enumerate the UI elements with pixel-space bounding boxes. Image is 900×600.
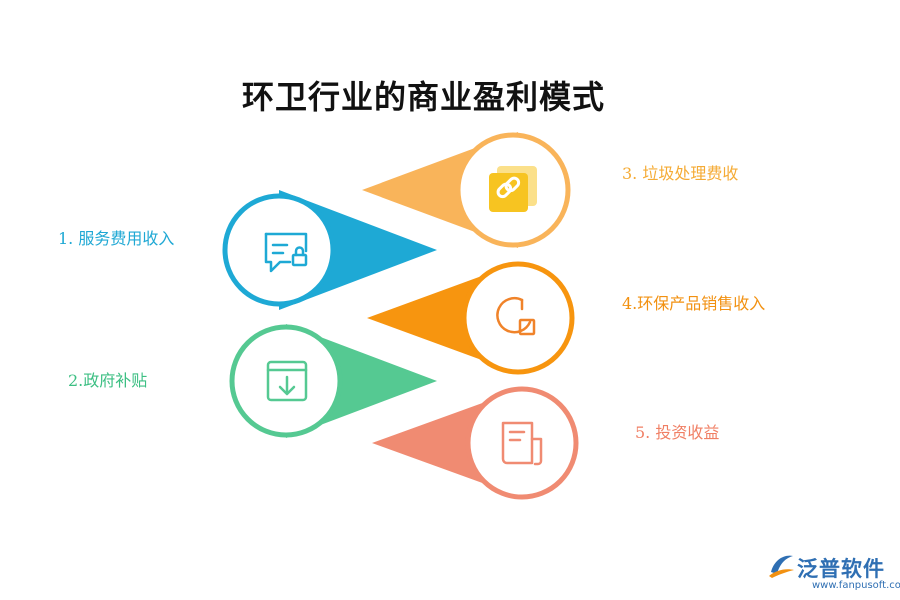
item-3-shape — [362, 132, 571, 248]
chat-lock-icon — [264, 232, 308, 273]
item-5-shape — [372, 386, 579, 500]
item-2-label: 2.政府补贴 — [68, 371, 148, 390]
pie-square-icon — [496, 297, 536, 336]
item-4-label: 4.环保产品销售收入 — [622, 294, 766, 313]
logo-url: www.fanpusoft.com — [812, 580, 900, 591]
logo-name: 泛普软件 — [797, 557, 885, 581]
page-title: 环卫行业的商业盈利模式 — [242, 78, 606, 116]
item-1-shape — [222, 190, 437, 310]
item-3-label: 3. 垃圾处理费收 — [622, 164, 739, 183]
logo-icon — [769, 555, 794, 578]
link-icon — [489, 166, 537, 212]
item-2-shape — [229, 324, 437, 438]
item-1-label: 1. 服务费用收入 — [58, 229, 175, 248]
item-5-label: 5. 投资收益 — [635, 423, 720, 442]
item-4-shape — [367, 261, 575, 375]
document-icon — [501, 421, 543, 466]
download-box-icon — [266, 360, 308, 402]
